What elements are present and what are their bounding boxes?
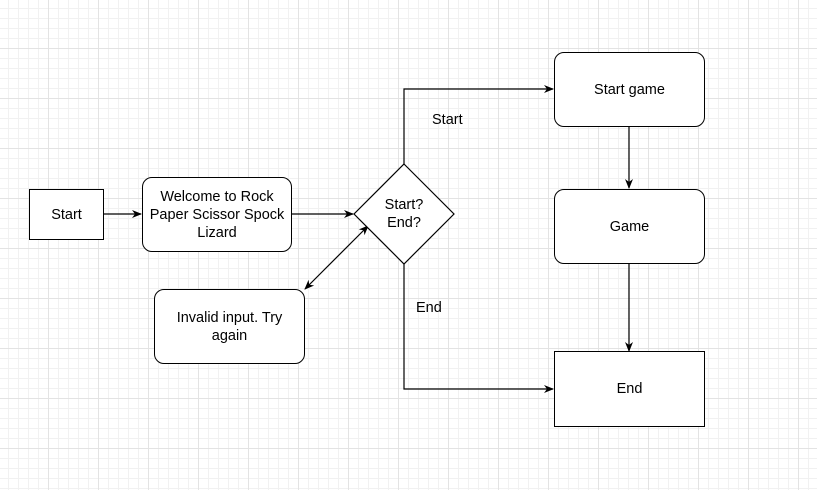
welcome-node[interactable]: Welcome to Rock Paper Scissor Spock Liza… bbox=[142, 177, 292, 252]
game-node[interactable]: Game bbox=[554, 189, 705, 264]
edge-decision-to-start-game bbox=[403, 85, 554, 164]
start-node-label: Start bbox=[51, 206, 82, 223]
end-node[interactable]: End bbox=[554, 351, 705, 427]
decision-diamond[interactable] bbox=[353, 163, 455, 265]
start-node[interactable]: Start bbox=[29, 189, 104, 240]
welcome-node-label: Welcome to Rock Paper Scissor Spock Liza… bbox=[149, 188, 285, 241]
edge-label-start: Start bbox=[432, 112, 463, 128]
invalid-input-label: Invalid input. Try again bbox=[176, 309, 283, 344]
decision-label: Start? End? bbox=[384, 197, 424, 231]
decision-label-box: Start? End? bbox=[370, 196, 438, 232]
edge-label-end: End bbox=[416, 300, 442, 316]
start-game-node[interactable]: Start game bbox=[554, 52, 705, 127]
end-label: End bbox=[616, 381, 643, 397]
start-game-label: Start game bbox=[594, 81, 665, 98]
edge-invalid-to-decision bbox=[304, 225, 369, 290]
invalid-input-node[interactable]: Invalid input. Try again bbox=[154, 289, 305, 364]
edge-decision-to-end bbox=[403, 264, 554, 393]
game-label: Game bbox=[609, 218, 650, 235]
